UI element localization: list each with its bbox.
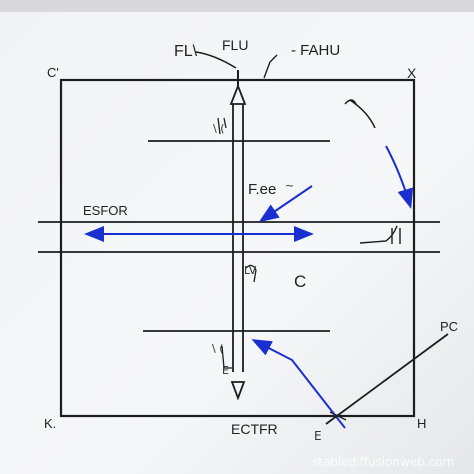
bar-mark-lower [221,345,232,369]
diagonal-tick [329,411,347,421]
bar-mark-upper [217,117,227,135]
label-mark-upper: \ ( [213,122,225,135]
label-top-center: FLU [222,37,248,53]
blue-curve-arrow [385,145,414,209]
label-center-mid-small: ~ [285,179,294,192]
label-bottom-center: ECTFR [231,421,278,437]
label-right-c: C [294,272,306,291]
right-hook [344,99,357,105]
label-top-left: FL\ [174,43,198,60]
blue-diagonal-arrow [258,185,313,223]
center-bar-bottom-arrow [230,381,246,401]
bar-mark-mid [245,264,257,283]
label-top-right: - FAHU [291,42,340,59]
label-corner-bottom-right: H [417,416,426,431]
blue-lower-arrow [251,339,346,429]
label-right-pc: PC [440,319,458,334]
watermark-text: stablediffusionweb.com [312,455,454,469]
top-left-leader [195,51,237,69]
diagonal-line [325,333,449,425]
label-corner-top-right: X [407,65,417,81]
center-bar-top-arrow [229,83,247,105]
label-corner-top-left: C' [47,65,59,80]
label-left-mid: ESFOR [83,203,128,218]
label-center-mid: F.ee [248,181,276,198]
label-bottom-tick: E [314,429,322,443]
label-mark-lower: \ ( [212,342,224,355]
right-curve [349,99,376,129]
label-corner-bottom-left: K. [44,416,56,431]
right-mid-mark [359,225,401,244]
top-right-leader [263,54,278,79]
label-mark-base: E [222,364,229,377]
label-mark-mid: LV [244,264,257,277]
